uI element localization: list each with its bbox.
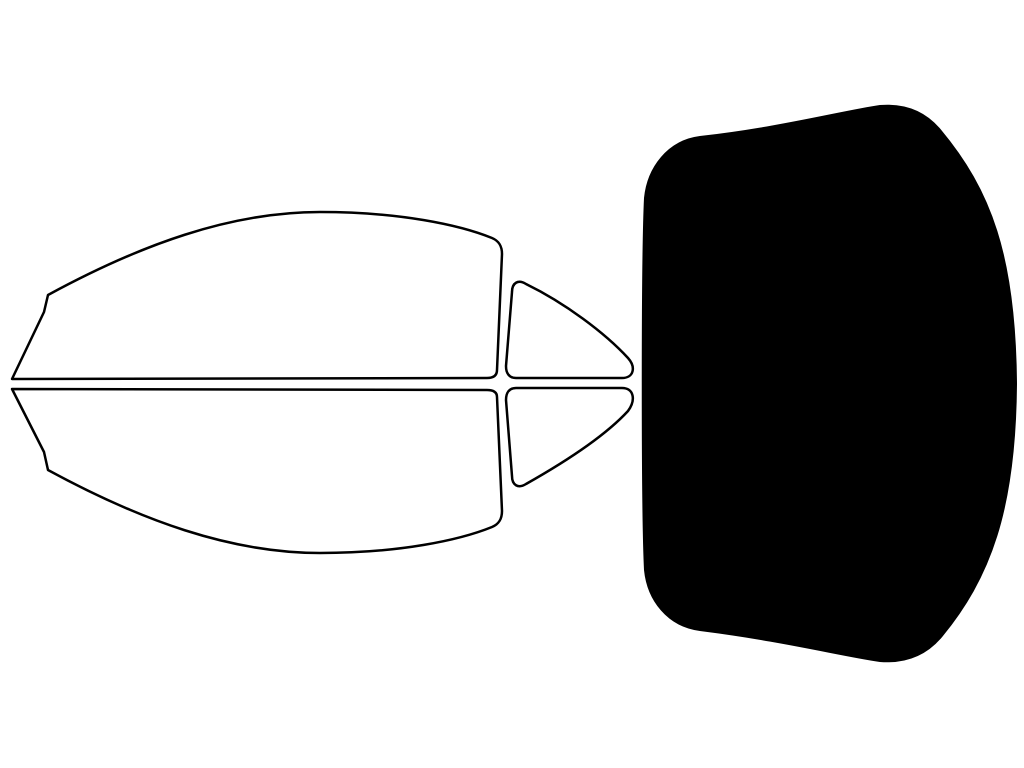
front-door-window-top [10, 210, 504, 381]
front-door-window-bottom [10, 387, 504, 555]
rear-windshield [641, 104, 1017, 663]
quarter-window-top [504, 280, 635, 380]
quarter-window-bottom [504, 386, 635, 488]
